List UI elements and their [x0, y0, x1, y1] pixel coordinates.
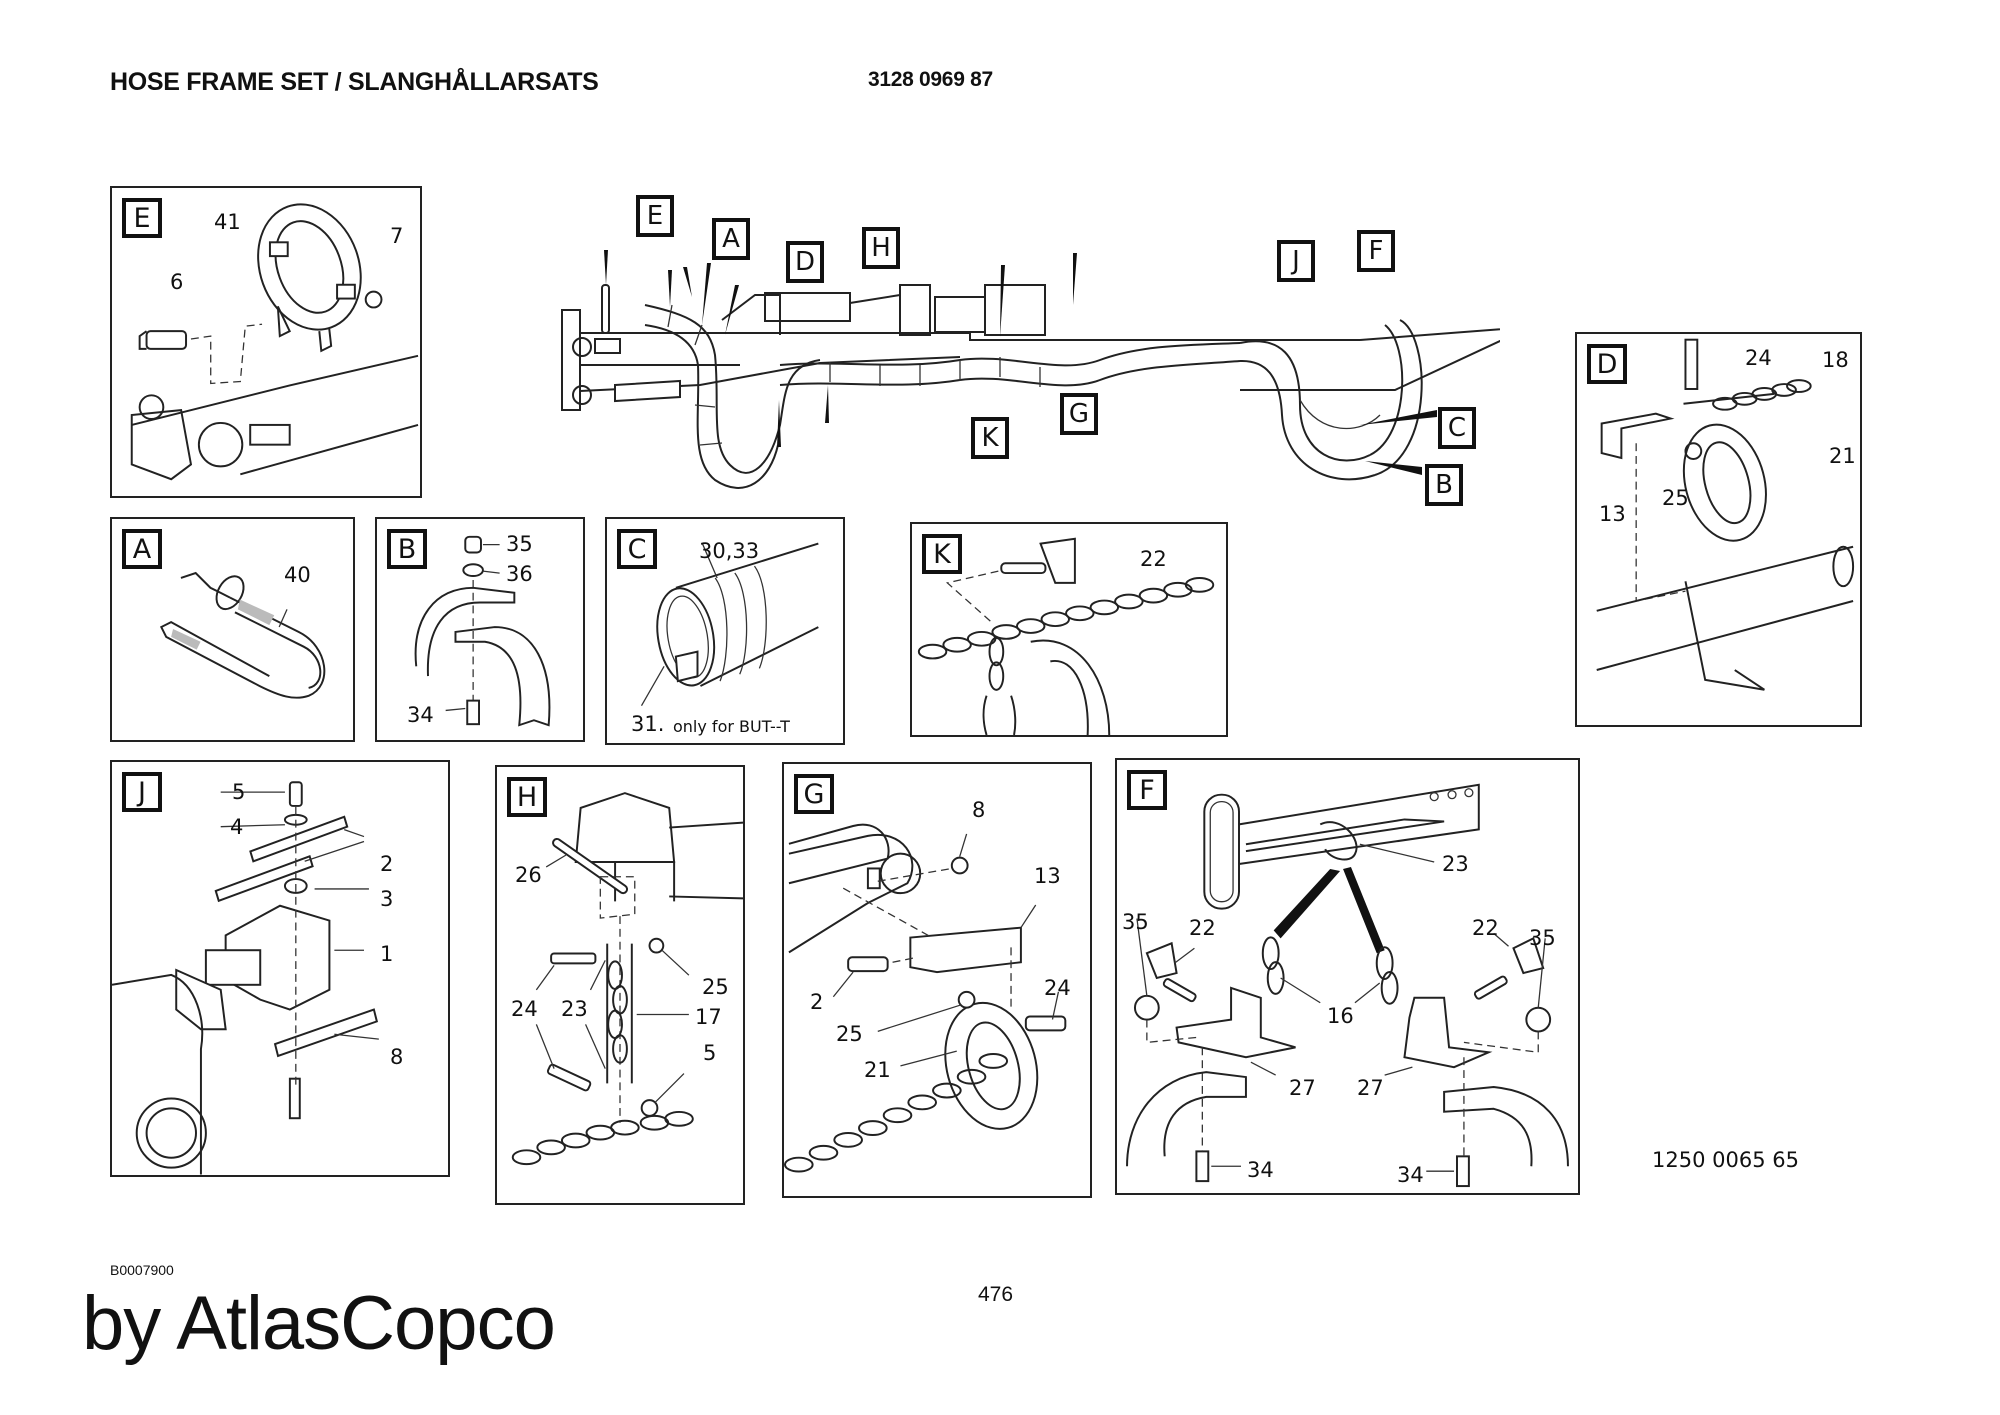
callout-22-right: 22 [1472, 916, 1499, 940]
drawing-number: 1250 0065 65 [1652, 1148, 1799, 1172]
callout-16: 16 [1327, 1004, 1354, 1028]
panel-letter-c: C [617, 529, 657, 569]
panel-letter-h: H [507, 777, 547, 817]
callout-21: 21 [1829, 444, 1856, 468]
callout-24: 24 [1044, 976, 1071, 1000]
callout-13: 13 [1034, 864, 1061, 888]
fender-chain-mount-illustration [1126, 783, 1569, 1188]
overview-label-g: G [1060, 393, 1098, 435]
bracket-chain-illustration [1596, 338, 1855, 691]
document-title: HOSE FRAME SET / SLANGHÅLLARSATS [110, 68, 599, 96]
callout-25: 25 [1662, 486, 1689, 510]
callout-24: 24 [1745, 346, 1772, 370]
detail-panel-g: G 8 13 2 24 25 21 [782, 762, 1092, 1198]
callout-34-right: 34 [1397, 1163, 1424, 1187]
hose-clamp-bracket-illustration [112, 781, 379, 1175]
clamp-mount-illustration [130, 203, 419, 481]
panel-letter-d: D [1587, 344, 1627, 384]
only-for-but-t-note: only for BUT--T [673, 717, 790, 736]
detail-panel-c: C 30,33 31. only for BUT--T [605, 517, 845, 745]
callout-5: 5 [232, 780, 246, 804]
callout-6: 6 [170, 270, 184, 294]
overview-label-a: A [712, 218, 750, 260]
callout-35: 35 [506, 532, 533, 556]
callout-21: 21 [864, 1058, 891, 1082]
spiral-wrap-illustration [640, 542, 819, 706]
callout-4: 4 [230, 815, 244, 839]
detail-panel-k: K 22 [910, 522, 1228, 737]
callout-18: 18 [1822, 348, 1849, 372]
brand-watermark: by AtlasCopco [82, 1281, 556, 1366]
overview-assembly: E A D H J F K G C B [540, 185, 1531, 525]
callout-5: 5 [703, 1041, 717, 1065]
detail-panel-b: B 35 36 34 [375, 517, 585, 742]
callout-36: 36 [506, 562, 533, 586]
panel-letter-b: B [387, 529, 427, 569]
callout-27-right: 27 [1357, 1076, 1384, 1100]
detail-panel-d: D 24 18 21 13 25 [1575, 332, 1862, 727]
callout-24: 24 [511, 997, 538, 1021]
bracket-chain-mount-illustration [784, 823, 1067, 1173]
detail-panel-h: H 26 25 24 23 17 5 [495, 765, 745, 1205]
panel-letter-a: A [122, 529, 162, 569]
callout-35-left: 35 [1122, 910, 1149, 934]
callout-34: 34 [407, 703, 434, 727]
chain-pin-illustration [917, 537, 1215, 735]
overview-label-c: C [1438, 407, 1476, 449]
callout-23: 23 [1442, 852, 1469, 876]
callout-17: 17 [695, 1005, 722, 1029]
detail-panel-f: F 23 35 22 22 35 16 27 27 34 34 [1115, 758, 1580, 1195]
detail-panel-e: E 41 7 6 [110, 186, 422, 498]
callout-25: 25 [702, 975, 729, 999]
overview-label-f: F [1357, 230, 1395, 272]
callout-8: 8 [390, 1045, 404, 1069]
callout-2: 2 [380, 852, 394, 876]
overview-label-d: D [786, 241, 824, 283]
panel-letter-g: G [794, 774, 834, 814]
overview-label-e: E [636, 195, 674, 237]
callout-41: 41 [214, 210, 241, 234]
part-number: 3128 0969 87 [868, 68, 993, 91]
hose-guard-illustration [414, 535, 551, 727]
callout-3: 3 [380, 887, 394, 911]
callout-40: 40 [284, 563, 311, 587]
detail-panel-a: A 40 [110, 517, 355, 742]
document-code: B0007900 [110, 1262, 174, 1278]
panel-letter-k: K [922, 534, 962, 574]
velcro-strap-illustration [159, 571, 326, 699]
panel-letter-j: J [122, 772, 162, 812]
callout-2: 2 [810, 990, 824, 1014]
callout-27-left: 27 [1289, 1076, 1316, 1100]
callout-23: 23 [561, 997, 588, 1021]
callout-35-right: 35 [1529, 926, 1556, 950]
callout-13: 13 [1599, 502, 1626, 526]
callout-31: 31. [631, 712, 665, 736]
callout-8: 8 [972, 798, 986, 822]
chain-hanger-illustration [511, 792, 743, 1166]
overview-illustration [561, 250, 1531, 489]
detail-panel-j: J 5 4 2 3 1 8 [110, 760, 450, 1177]
panel-letter-f: F [1127, 770, 1167, 810]
overview-label-b: B [1425, 464, 1463, 506]
callout-34-left: 34 [1247, 1158, 1274, 1182]
callout-30-33: 30,33 [699, 539, 760, 563]
callout-26: 26 [515, 863, 542, 887]
overview-label-j: J [1277, 240, 1315, 282]
page-number: 476 [978, 1283, 1014, 1306]
panel-letter-e: E [122, 198, 162, 238]
callout-22: 22 [1140, 547, 1167, 571]
overview-label-k: K [971, 417, 1009, 459]
callout-25: 25 [836, 1022, 863, 1046]
callout-1: 1 [380, 942, 394, 966]
callout-22-left: 22 [1189, 916, 1216, 940]
callout-7: 7 [390, 224, 404, 248]
overview-label-h: H [862, 227, 900, 269]
